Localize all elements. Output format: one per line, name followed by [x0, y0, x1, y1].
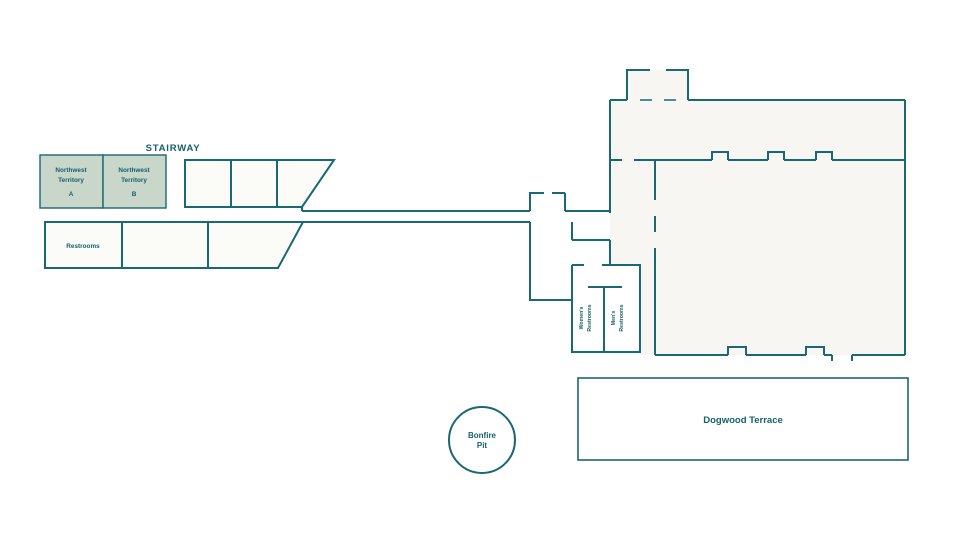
corridor-top-wall	[301, 192, 610, 212]
restrooms-block	[44, 221, 305, 269]
northwest-b-line2: Territory	[121, 177, 147, 184]
northwest-a-line1: Northwest	[55, 167, 87, 174]
northwest-a-line3: A	[69, 191, 74, 198]
mens-line2: Restrooms	[619, 304, 625, 331]
main-building-fill	[610, 70, 905, 355]
restroom-block-fill	[572, 265, 640, 352]
womens-line2: Restrooms	[587, 304, 593, 331]
restrooms-dividers	[121, 222, 209, 268]
restroom-block-walls	[571, 264, 641, 353]
bonfire-pit-label: Bonfire Pit	[468, 431, 497, 450]
room-northwest-territory-b	[102, 154, 167, 209]
bonfire-line2: Pit	[477, 441, 488, 450]
northwest-territory-b-label: Northwest Territory B	[118, 167, 150, 198]
womens-line1: Women's	[579, 307, 585, 330]
dogwood-terrace-outline	[577, 377, 909, 461]
northwest-b-line3: B	[132, 191, 137, 198]
mens-line1: Men's	[611, 311, 617, 326]
stairway-label: STAIRWAY	[146, 143, 201, 154]
bonfire-pit-circle	[448, 406, 516, 474]
entry-vestibule-walls	[571, 222, 610, 241]
building-inner-horizontal-wall	[655, 151, 905, 161]
restroom-block-partition	[588, 286, 622, 352]
building-bottom-wall	[655, 346, 905, 361]
northwest-b-line1: Northwest	[118, 167, 150, 174]
northwest-territory-a-label: Northwest Territory A	[55, 167, 87, 198]
corridor-bottom-wall	[303, 221, 572, 301]
mens-restrooms-label: Men's Restrooms	[611, 304, 625, 331]
room-northwest-territory-a	[39, 154, 104, 209]
womens-restrooms-label: Women's Restrooms	[579, 304, 593, 331]
northwest-a-line2: Territory	[58, 177, 84, 184]
restrooms-label: Restrooms	[66, 243, 100, 250]
bonfire-line1: Bonfire	[468, 431, 497, 440]
dogwood-terrace-label: Dogwood Terrace	[703, 415, 783, 426]
stairway-dividers	[230, 160, 278, 207]
building-top-protrusion	[626, 69, 689, 100]
stairway-block	[184, 159, 336, 208]
